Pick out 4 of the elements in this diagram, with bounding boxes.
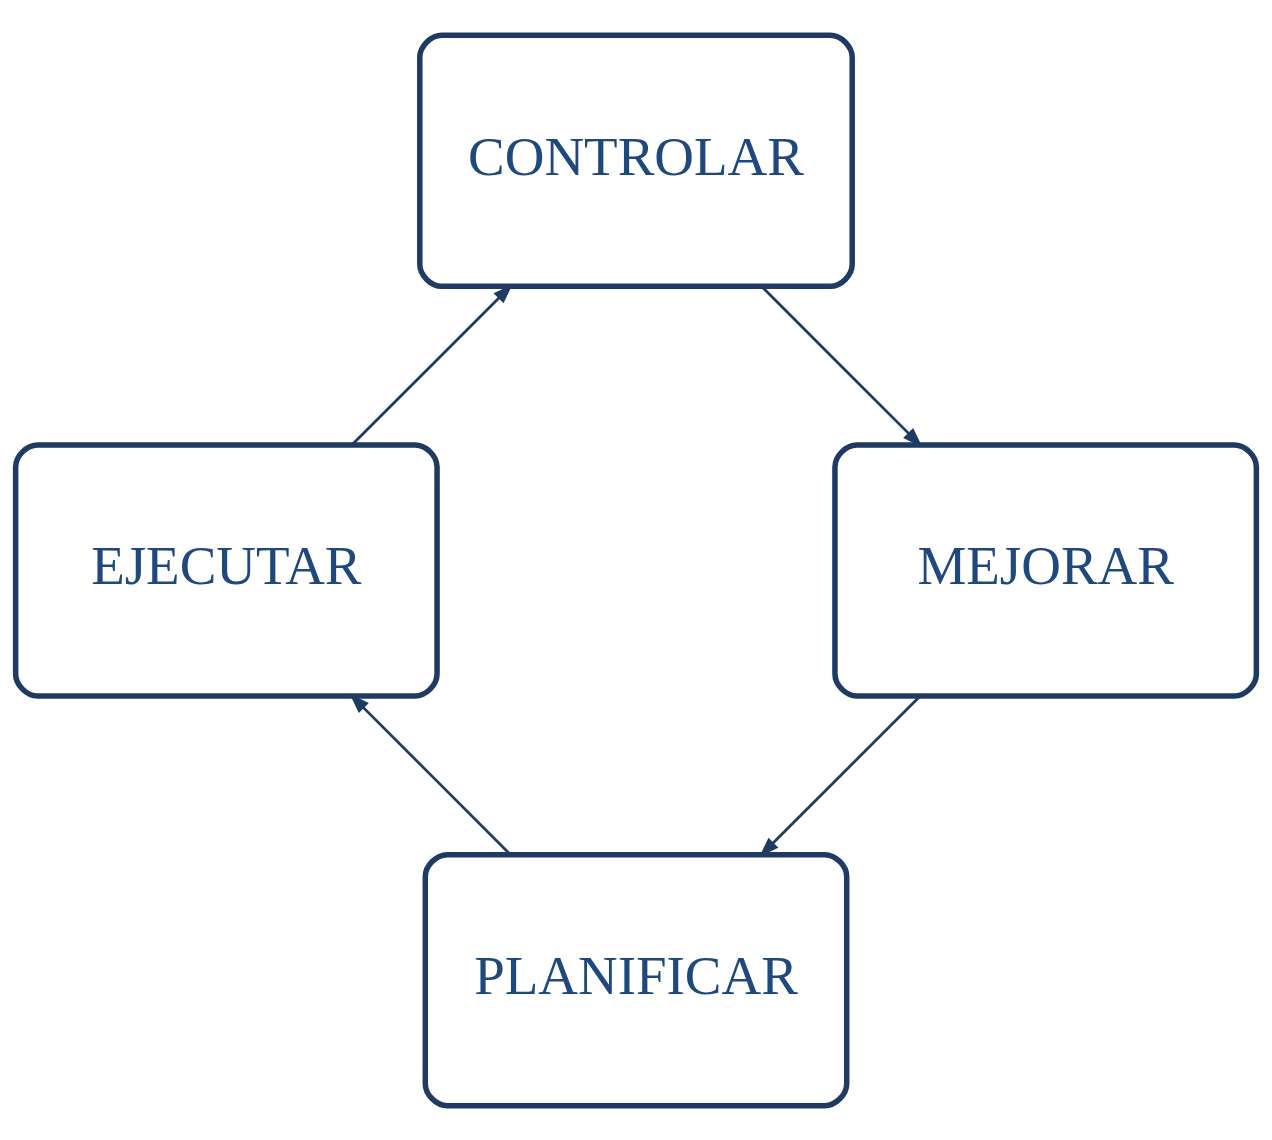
node-box: CONTROLAR xyxy=(417,32,855,289)
node-box: PLANIFICAR xyxy=(422,851,850,1108)
node-box: MEJORAR xyxy=(832,441,1260,699)
node-box: EJECUTAR xyxy=(12,441,440,699)
